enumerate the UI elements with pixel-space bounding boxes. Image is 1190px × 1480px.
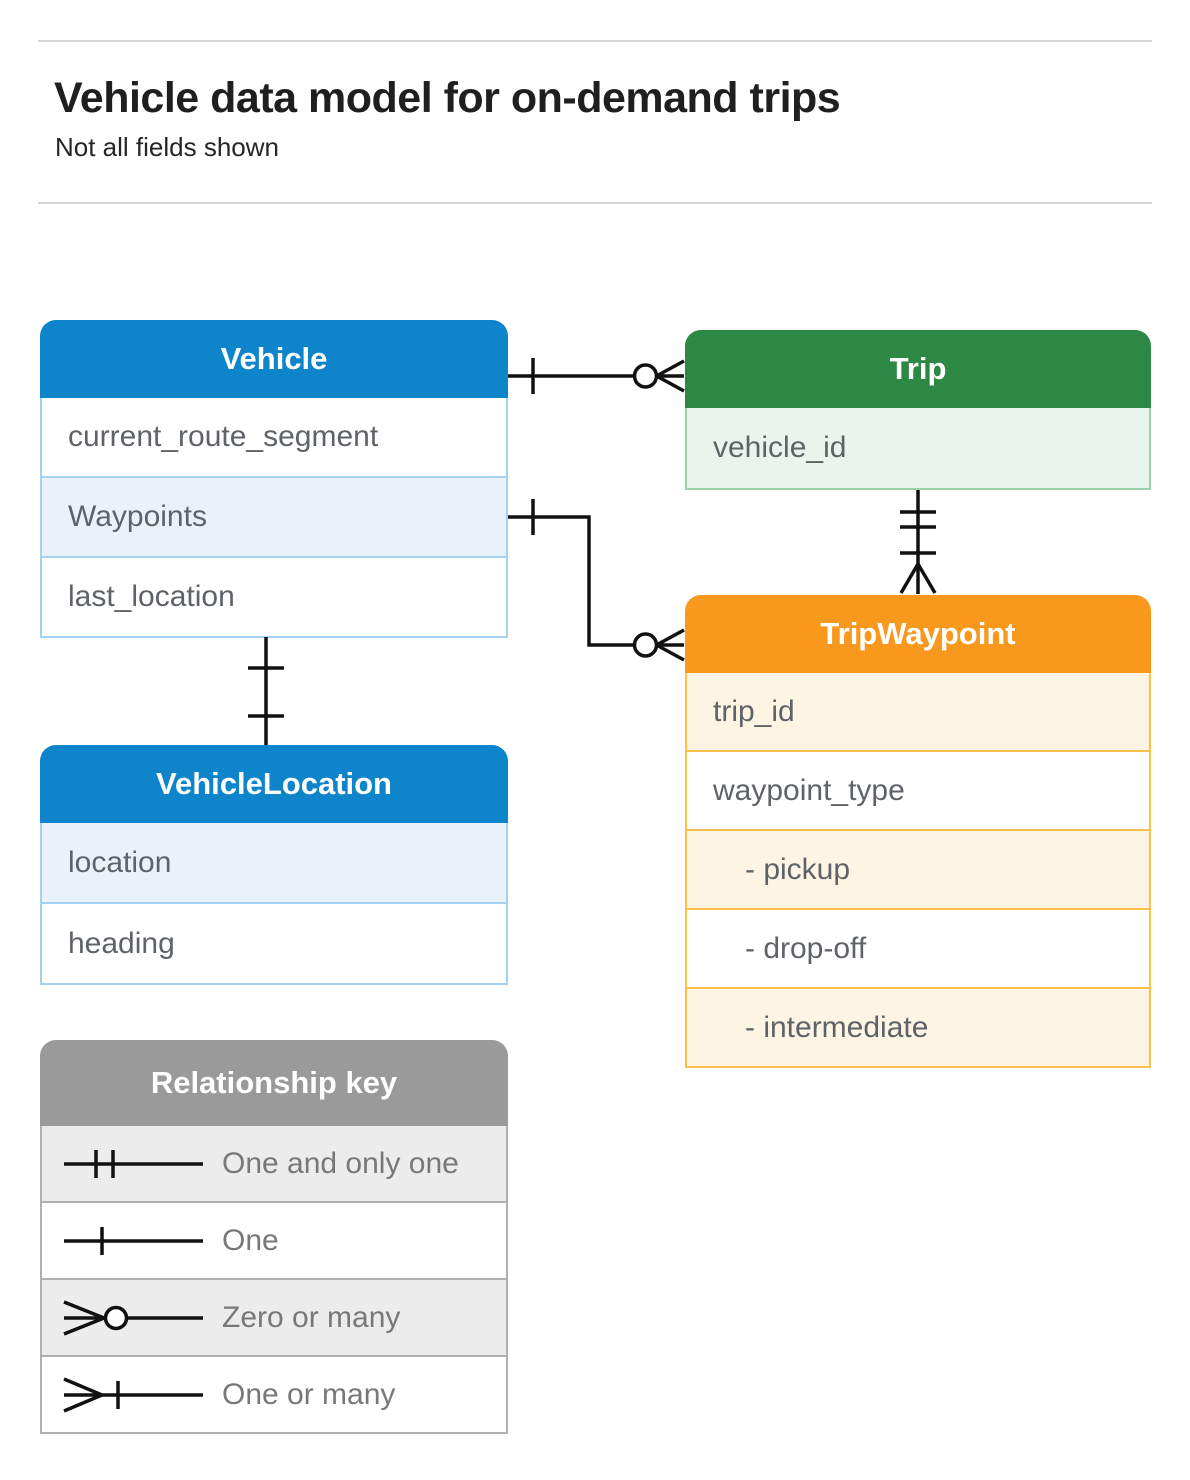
entity-trip: Trip vehicle_id — [685, 330, 1151, 490]
entity-trip-header: Trip — [685, 330, 1151, 408]
entity-trip-fields: vehicle_id — [685, 408, 1151, 490]
field-current-route-segment: current_route_segment — [42, 398, 506, 476]
legend-row-one: One — [42, 1201, 506, 1278]
entity-tripwaypoint-fields: trip_id waypoint_type - pickup - drop-of… — [685, 673, 1151, 1068]
divider-top — [38, 40, 1152, 42]
entity-tripwaypoint: TripWaypoint trip_id waypoint_type - pic… — [685, 595, 1151, 1068]
entity-vehiclelocation-fields: location heading — [40, 823, 508, 985]
page-subtitle: Not all fields shown — [55, 132, 279, 162]
one-symbol-icon — [64, 1226, 203, 1255]
field-vehicle-id: vehicle_id — [687, 408, 1149, 488]
relationship-key-header: Relationship key — [40, 1040, 508, 1126]
zero-or-many-symbol-icon — [63, 1299, 203, 1336]
entity-tripwaypoint-header: TripWaypoint — [685, 595, 1151, 673]
legend-label: One — [222, 1223, 279, 1257]
legend-label: One or many — [222, 1377, 396, 1411]
page-title: Vehicle data model for on-demand trips — [54, 74, 841, 122]
connector-waypoints-tripwaypoint — [508, 499, 685, 662]
divider-under-title — [38, 202, 1152, 204]
entity-vehicle-fields: current_route_segment Waypoints last_loc… — [40, 398, 508, 638]
field-heading: heading — [42, 902, 506, 983]
field-waypoint-type: waypoint_type — [687, 750, 1149, 829]
legend-label: One and only one — [222, 1146, 459, 1180]
connector-trip-tripwaypoint — [899, 490, 937, 594]
one-and-only-one-symbol-icon — [64, 1149, 203, 1178]
entity-vehiclelocation-header: VehicleLocation — [40, 745, 508, 823]
legend-row-one-and-only-one: One and only one — [42, 1126, 506, 1201]
connector-vehicle-vehiclelocation — [248, 637, 284, 745]
field-waypoint-type-drop-off: - drop-off — [687, 908, 1149, 987]
field-trip-id: trip_id — [687, 673, 1149, 750]
relationship-key: Relationship key One and only one One — [40, 1040, 508, 1434]
connector-vehicle-trip — [508, 358, 685, 394]
entity-vehiclelocation: VehicleLocation location heading — [40, 745, 508, 985]
field-waypoint-type-intermediate: - intermediate — [687, 987, 1149, 1066]
legend-label: Zero or many — [222, 1300, 401, 1334]
legend-row-one-or-many: One or many — [42, 1355, 506, 1432]
field-waypoint-type-pickup: - pickup — [687, 829, 1149, 908]
field-last-location: last_location — [42, 556, 506, 636]
field-waypoints: Waypoints — [42, 476, 506, 556]
relationship-key-rows: One and only one One Zero or many — [40, 1126, 508, 1434]
entity-vehicle: Vehicle current_route_segment Waypoints … — [40, 320, 508, 638]
one-or-many-symbol-icon — [63, 1376, 203, 1413]
field-location: location — [42, 823, 506, 902]
legend-row-zero-or-many: Zero or many — [42, 1278, 506, 1355]
entity-vehicle-header: Vehicle — [40, 320, 508, 398]
